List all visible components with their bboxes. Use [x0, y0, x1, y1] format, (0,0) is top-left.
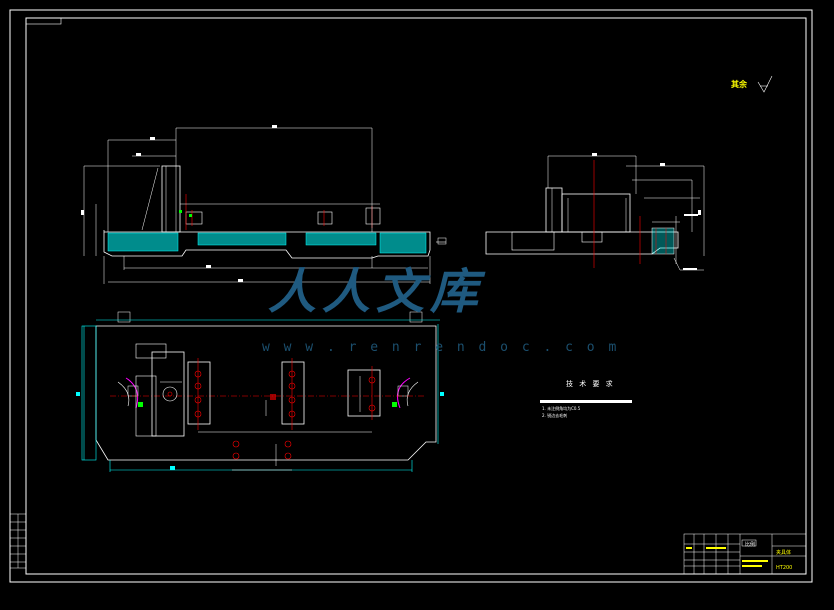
material-label: HT200 — [776, 565, 793, 571]
watermark-url: w w w . r e n r e n d o c . c o m — [262, 340, 620, 355]
part-name: 夹具体 — [776, 550, 792, 556]
front-view — [81, 125, 447, 284]
note-item-2: 2. 锐边去毛刺 — [542, 413, 568, 418]
top-left-tag — [25, 17, 62, 25]
roughness-symbol — [757, 75, 773, 93]
notes-title: 技 术 要 求 — [566, 380, 615, 388]
title-block — [683, 533, 807, 575]
scale-label: 比例 — [745, 542, 756, 548]
notes-bar — [540, 400, 632, 403]
side-view — [485, 153, 705, 271]
outer-border — [9, 9, 813, 583]
roughness-label: 其余 — [731, 80, 747, 89]
revision-table — [9, 513, 27, 569]
note-item-1: 1. 未注倒角均为C0.5 — [542, 406, 581, 411]
plan-view — [76, 311, 444, 472]
inner-border — [25, 17, 807, 575]
watermark-brand: 人人文库 — [268, 264, 485, 320]
